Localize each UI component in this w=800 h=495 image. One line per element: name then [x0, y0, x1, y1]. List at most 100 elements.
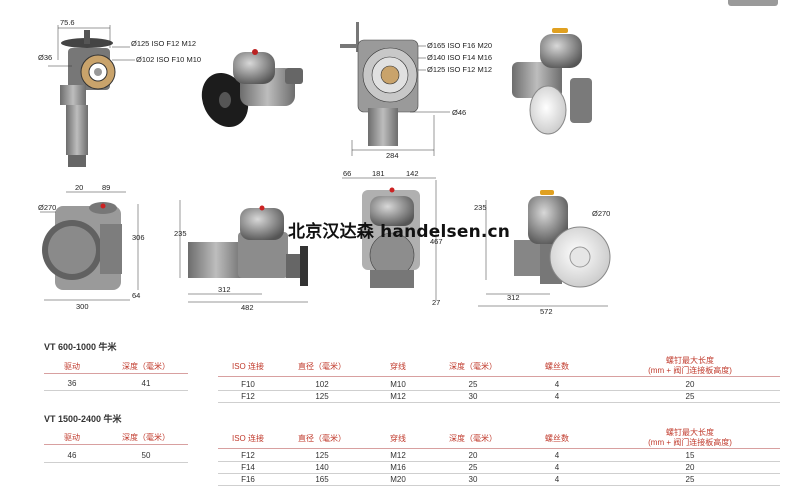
table2-r1-depth: 20 [468, 451, 478, 460]
table2-r3-depth: 30 [468, 475, 478, 484]
table1-row-rule [218, 390, 780, 391]
drawing-top-right: Ø165 ISO F16 M20 Ø140 ISO F14 M16 Ø125 I… [340, 22, 492, 160]
table2-header-thread: 穿线 [390, 434, 406, 443]
table2-bottom-rule [218, 485, 780, 486]
table2-r2-maxlen: 20 [685, 463, 695, 472]
table2-header-depth2: 深度（毫米） [449, 434, 497, 443]
table2-r2-screws: 4 [554, 463, 560, 472]
dim-flange-f12b: Ø125 ISO F12 M12 [427, 65, 492, 74]
table2-left-rule [44, 444, 188, 445]
dim-75-6: 75.6 [60, 18, 75, 27]
top-tab-button[interactable] [728, 0, 778, 6]
table2-r3-dia: 165 [315, 475, 329, 484]
table1-r1-thread: M10 [390, 380, 406, 389]
table1-header-iso: ISO 连接 [231, 362, 264, 371]
table1-header-drive: 驱动 [64, 362, 80, 371]
dim-235b: 235 [474, 203, 487, 212]
dim-66: 66 [343, 169, 351, 178]
table1-header-diameter: 直径（毫米） [298, 362, 346, 371]
photo-actuator-1 [201, 49, 303, 128]
table2-r1-maxlen: 15 [685, 451, 695, 460]
dim-300: 300 [76, 302, 89, 311]
table2-r3-iso: F16 [241, 475, 255, 484]
table2-r3-thread: M20 [390, 475, 406, 484]
dim-dia-270b: Ø270 [592, 209, 610, 218]
table2-r2-thread: M16 [390, 463, 406, 472]
table2-header-maxlen-note: (mm + 阀门连接板高度) [648, 438, 732, 447]
table1-header-maxlen-note: (mm + 阀门连接板高度) [648, 366, 732, 375]
drawing-top-left: 75.6 Ø36 Ø125 ISO F12 M12 Ø102 ISO F10 M… [38, 18, 201, 167]
table2-r1-thread: M12 [390, 451, 406, 460]
dim-dia-270: Ø270 [38, 203, 56, 212]
table2-header-maxlen: 螺钉最大长度 [666, 428, 714, 437]
photo-actuator-2 [512, 28, 592, 135]
table1-r2-depth: 30 [468, 392, 478, 401]
table2-right-rule [218, 448, 780, 449]
dim-284: 284 [386, 151, 399, 160]
table1-header-maxlen: 螺钉最大长度 [666, 356, 714, 365]
table1-header-thread: 穿线 [390, 362, 406, 371]
table2-header-depth: 深度（毫米） [122, 433, 170, 442]
table1-header-depth2: 深度（毫米） [449, 362, 497, 371]
table1-r2-maxlen: 25 [685, 392, 695, 401]
table2-r2-iso: F14 [241, 463, 255, 472]
table1-cell-depth: 41 [141, 379, 151, 388]
dim-flange-f16: Ø165 ISO F16 M20 [427, 41, 492, 50]
drawing-bottom-1: 20 89 Ø270 306 64 300 [38, 183, 145, 311]
table1-header-screws: 螺丝数 [545, 362, 569, 371]
dim-312b: 312 [507, 293, 520, 302]
table2-header-iso: ISO 连接 [231, 434, 264, 443]
dim-572: 572 [540, 307, 553, 316]
dim-27: 27 [432, 298, 440, 307]
table1-r2-dia: 125 [315, 392, 329, 401]
dim-flange-f14: Ø140 ISO F14 M16 [427, 53, 492, 62]
dim-142: 142 [406, 169, 419, 178]
table2-title: VT 1500-2400 牛米 [44, 414, 122, 424]
table1-r2-thread: M12 [390, 392, 406, 401]
technical-drawings: 75.6 Ø36 Ø125 ISO F12 M12 Ø102 ISO F10 M… [38, 18, 611, 316]
table1-r2-iso: F12 [241, 392, 255, 401]
watermark-text: 北京汉达森 handelsen.cn [288, 222, 511, 242]
drawing-bottom-3: 66 181 142 467 27 [342, 169, 443, 307]
table2-r2-dia: 140 [315, 463, 329, 472]
table2-cell-drive: 46 [67, 451, 77, 460]
table2-r2-depth: 25 [468, 463, 478, 472]
dim-306: 306 [132, 233, 145, 242]
table2-header-diameter: 直径（毫米） [298, 434, 346, 443]
drawing-bottom-2: 235 312 482 [174, 200, 308, 312]
table1-r1-dia: 102 [315, 380, 329, 389]
table2-r1-iso: F12 [241, 451, 255, 460]
table1-right-rule [218, 376, 780, 377]
table1-r1-iso: F10 [241, 380, 255, 389]
table2-left-bottom [44, 462, 188, 463]
dim-20: 20 [75, 183, 83, 192]
table2-r3-maxlen: 25 [685, 475, 695, 484]
dim-89: 89 [102, 183, 110, 192]
table1-header-depth: 深度（毫米） [122, 362, 170, 371]
table2-row1-rule [218, 461, 780, 462]
dim-181: 181 [372, 169, 385, 178]
table2-row2-rule [218, 473, 780, 474]
table1-r1-screws: 4 [554, 380, 560, 389]
table1-title: VT 600-1000 牛米 [44, 342, 117, 352]
dim-flange-f12: Ø125 ISO F12 M12 [131, 39, 196, 48]
dim-dia-36: Ø36 [38, 53, 52, 62]
dim-467: 467 [430, 237, 443, 246]
dim-64: 64 [132, 291, 140, 300]
table2-r1-screws: 4 [554, 451, 560, 460]
table2-r3-screws: 4 [554, 475, 560, 484]
table2-r1-dia: 125 [315, 451, 329, 460]
table2-cell-depth: 50 [141, 451, 151, 460]
drawing-bottom-4: 235 Ø270 312 572 [474, 190, 611, 316]
table1-cell-drive: 36 [67, 379, 77, 388]
table2-header-screws: 螺丝数 [545, 434, 569, 443]
dim-dia-46: Ø46 [452, 108, 466, 117]
table1-left-bottom [44, 390, 188, 391]
dim-482: 482 [241, 303, 254, 312]
dim-flange-f10: Ø102 ISO F10 M10 [136, 55, 201, 64]
table1-bottom-rule [218, 402, 780, 403]
dim-312: 312 [218, 285, 231, 294]
table1-r2-screws: 4 [554, 392, 560, 401]
table1-r1-maxlen: 20 [685, 380, 695, 389]
table1-r1-depth: 25 [468, 380, 478, 389]
